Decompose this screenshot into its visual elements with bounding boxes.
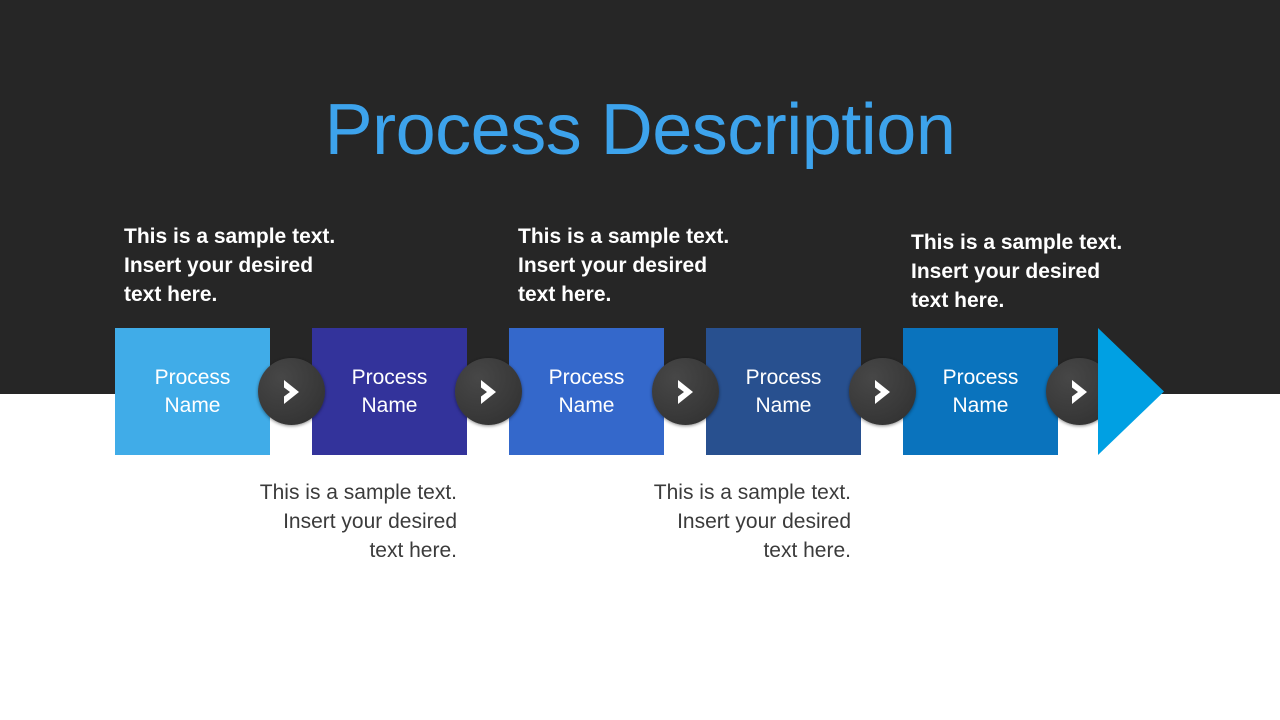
chevron-right-icon [258,358,325,425]
chevron-right-icon [652,358,719,425]
process-step-3[interactable]: Process Name [509,328,664,455]
bottom-caption-2: This is a sample text. Insert your desir… [653,481,851,562]
top-caption-2: This is a sample text. Insert your desir… [518,225,730,306]
bottom-caption-1: This is a sample text. Insert your desir… [259,481,457,562]
page-title: Process Description [324,90,956,170]
process-step-label: Process Name [154,365,231,417]
chevron-right-icon [849,358,916,425]
process-step-5[interactable]: Process Name [903,328,1058,455]
process-step-4[interactable]: Process Name [706,328,861,455]
final-arrowhead-icon [1098,328,1164,455]
chevron-right-icon [455,358,522,425]
process-step-2[interactable]: Process Name [312,328,467,455]
process-step-label: Process Name [351,365,428,417]
process-step-label: Process Name [942,365,1019,417]
process-step-1[interactable]: Process Name [115,328,270,455]
process-step-label: Process Name [745,365,822,417]
process-step-label: Process Name [548,365,625,417]
top-caption-1: This is a sample text. Insert your desir… [124,225,336,306]
top-caption-3: This is a sample text. Insert your desir… [911,231,1123,312]
